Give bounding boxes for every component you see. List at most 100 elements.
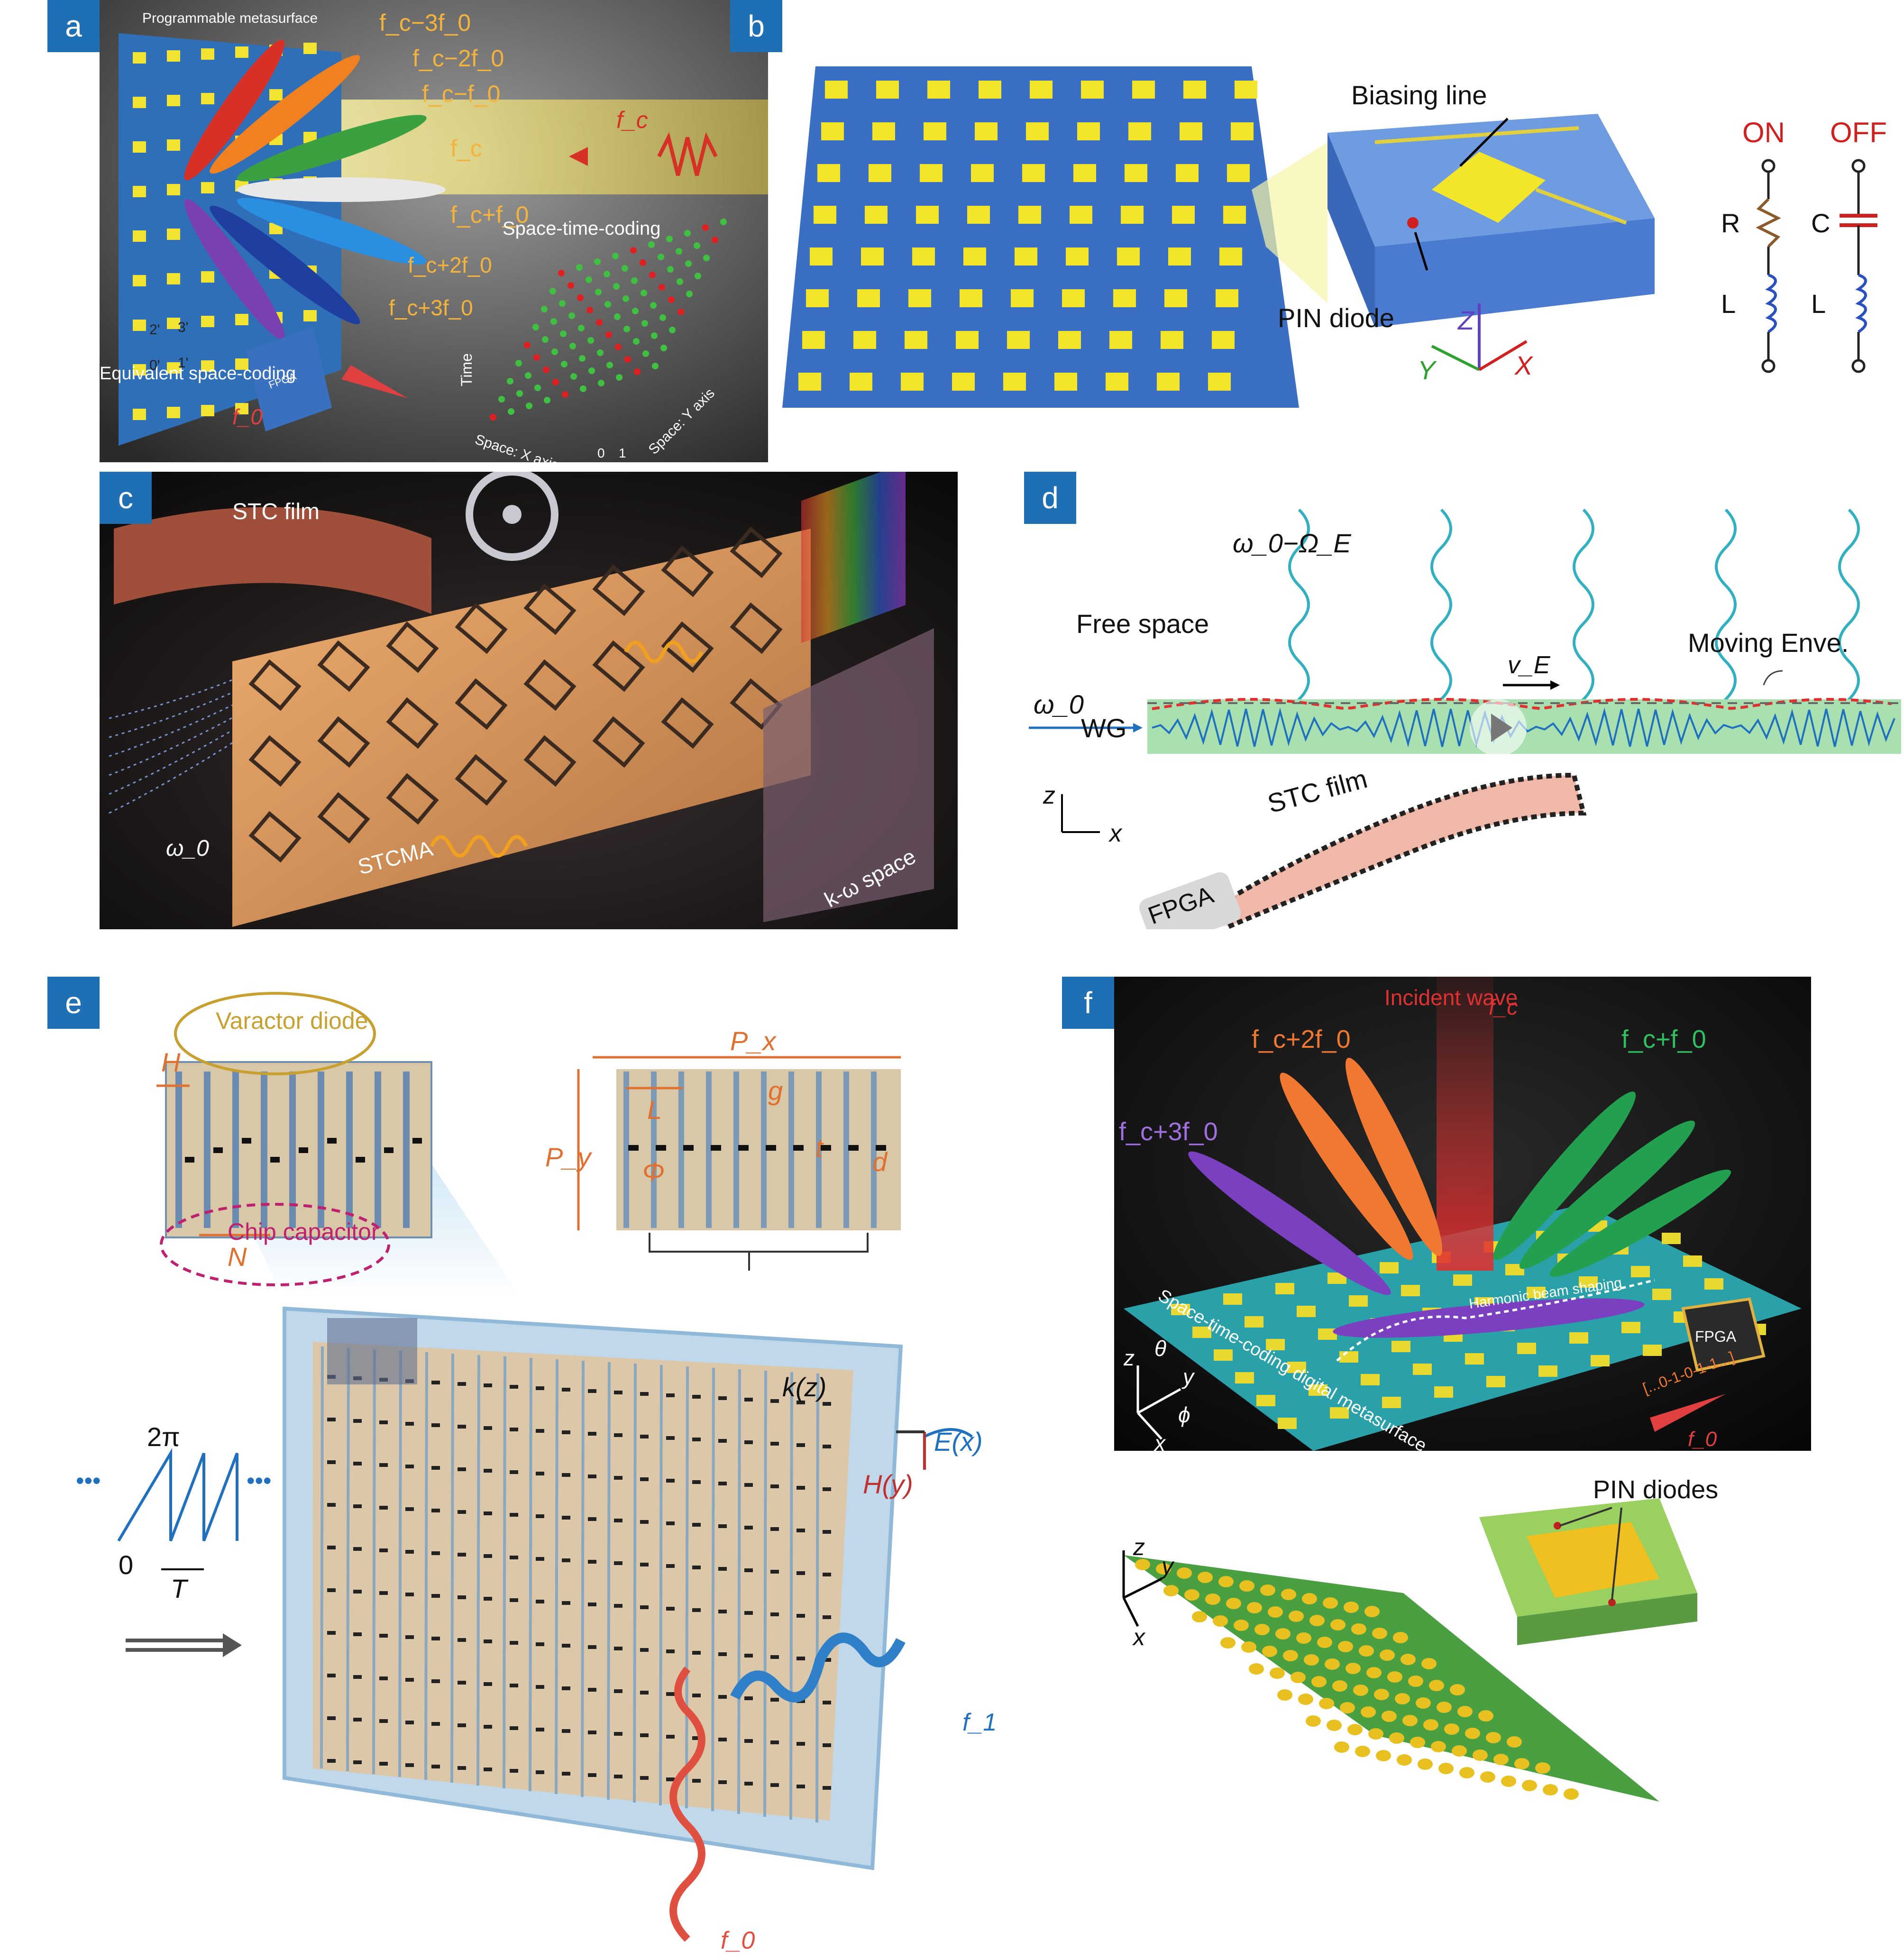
lattice-node [551,348,558,355]
unit-cell [1256,1395,1275,1406]
grid-diode [327,1759,336,1763]
incident-beam [1437,977,1493,1271]
unit-cell [235,358,248,370]
label-fc+2f0: f_c+2f_0 [1252,1025,1351,1053]
grid-diode [379,1762,388,1766]
grid-diode [458,1595,466,1599]
lattice-node [648,241,655,248]
lattice-node [597,349,604,356]
grid-diode [484,1554,492,1558]
unit-cell [1235,81,1257,99]
lattice-node [632,308,639,314]
lattice-node [695,273,701,279]
unit-cell [1164,289,1187,307]
grid-diode [614,1604,622,1608]
lattice-node [594,258,601,265]
unit-cell [167,50,180,62]
grid-diode [796,1614,805,1618]
grid-diode [484,1639,492,1643]
board-cell [1334,1741,1349,1753]
unit-cell [1117,247,1140,266]
grid-diode [353,1675,362,1679]
label-fc: f_c [450,135,482,162]
lattice-node [534,385,541,391]
pin-pointer-2 [1611,1507,1622,1601]
unit-cell [133,409,146,420]
grid-strip [789,1372,793,1820]
board-cell [1387,1671,1402,1683]
board-cell [1372,1628,1387,1639]
cell-diode [656,1145,666,1151]
unit-cell [963,247,986,266]
pin-diode-label: PIN diode [1278,303,1394,333]
grid-diode [562,1516,570,1520]
unit-cell [133,364,146,376]
board-cell [1351,1623,1366,1635]
unit-cell [1168,247,1191,266]
grid-diode [510,1684,518,1687]
board-cell [1410,1737,1425,1748]
grid-diode [796,1571,805,1575]
grid-diode [770,1442,779,1446]
board-cell [1306,1715,1321,1727]
biasing-line-label: Biasing line [1351,80,1487,110]
panel-tag-c: c [100,472,152,524]
varactor-grid [320,1346,831,1823]
lattice-node [515,360,522,366]
stc-film-strip [114,507,431,614]
board-cell [1535,1762,1550,1774]
unit-cell [133,275,146,286]
grid-diode [666,1393,675,1397]
grid-strip [633,1363,637,1803]
output-wave-2 [624,641,704,663]
board-cell [1198,1572,1213,1583]
split-ring-cell [730,602,783,654]
unit-cell [1219,247,1242,266]
unit-cell [201,271,214,283]
grid-diode [405,1763,414,1767]
grid-diode [744,1440,753,1444]
grid-diode [744,1696,753,1700]
board-cell [1281,1589,1296,1600]
unit-cell [1413,1364,1432,1375]
grid-diode [614,1775,622,1778]
board-cell [1465,1728,1480,1739]
grid-diode [536,1770,544,1774]
on-inductor-icon [1765,274,1777,333]
lattice-node [659,314,666,321]
grid-diode [405,1550,414,1554]
lattice-node [649,272,656,278]
period-label: T [171,1574,189,1603]
board-cell [1346,1663,1361,1674]
board-cell [1277,1689,1292,1701]
unit-cell [1486,1376,1505,1387]
board-cell [1338,1641,1353,1652]
output-wave-f1 [730,1632,906,1703]
cell-strip [816,1072,822,1228]
board-cell [1262,1646,1277,1657]
n-label: N [228,1242,247,1272]
lattice-node [598,380,604,386]
unit-cell-front [1375,218,1655,327]
unit-cell [1527,1287,1546,1298]
moving-envelope-label: Moving Enve. [1688,628,1849,658]
axis-z-label: Z [1457,305,1475,335]
grid-diode [588,1688,596,1692]
grid-diode [796,1401,805,1404]
unit-cell [1011,289,1034,307]
grid-diode [640,1435,649,1438]
grid-diode [718,1567,727,1571]
lattice-node [578,325,585,331]
grid-diode [614,1732,622,1736]
lattice-node [622,265,628,272]
label-fc+3f0: f_c+3f_0 [389,295,473,320]
grid-diode [796,1742,805,1746]
grid-diode [510,1598,518,1602]
board-cell [1218,1576,1234,1587]
lattice-node [634,368,641,375]
y-axis [1123,1577,1163,1599]
axis-z-label: z [1123,1346,1135,1370]
unit-cell [924,122,946,140]
board-cell [1564,1788,1579,1800]
biasing-line-pointer [1459,118,1509,167]
